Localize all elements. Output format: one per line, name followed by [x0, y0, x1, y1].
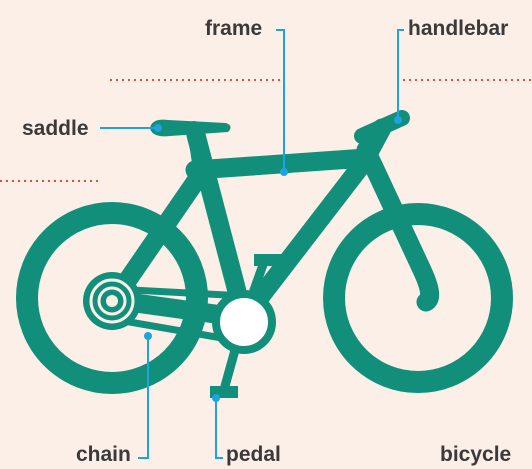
label-pedal: pedal	[226, 444, 281, 465]
label-chain: chain	[76, 444, 131, 465]
chainring-hub	[216, 294, 272, 350]
label-frame: frame	[205, 18, 262, 39]
pedal-upper	[254, 254, 282, 266]
rear-sprocket	[83, 272, 141, 330]
saddle-shape	[150, 120, 231, 137]
seat-post	[194, 128, 200, 170]
label-saddle: saddle	[22, 118, 89, 139]
label-handlebar: handlebar	[408, 18, 508, 39]
label-bicycle-title: bicycle	[440, 444, 511, 465]
